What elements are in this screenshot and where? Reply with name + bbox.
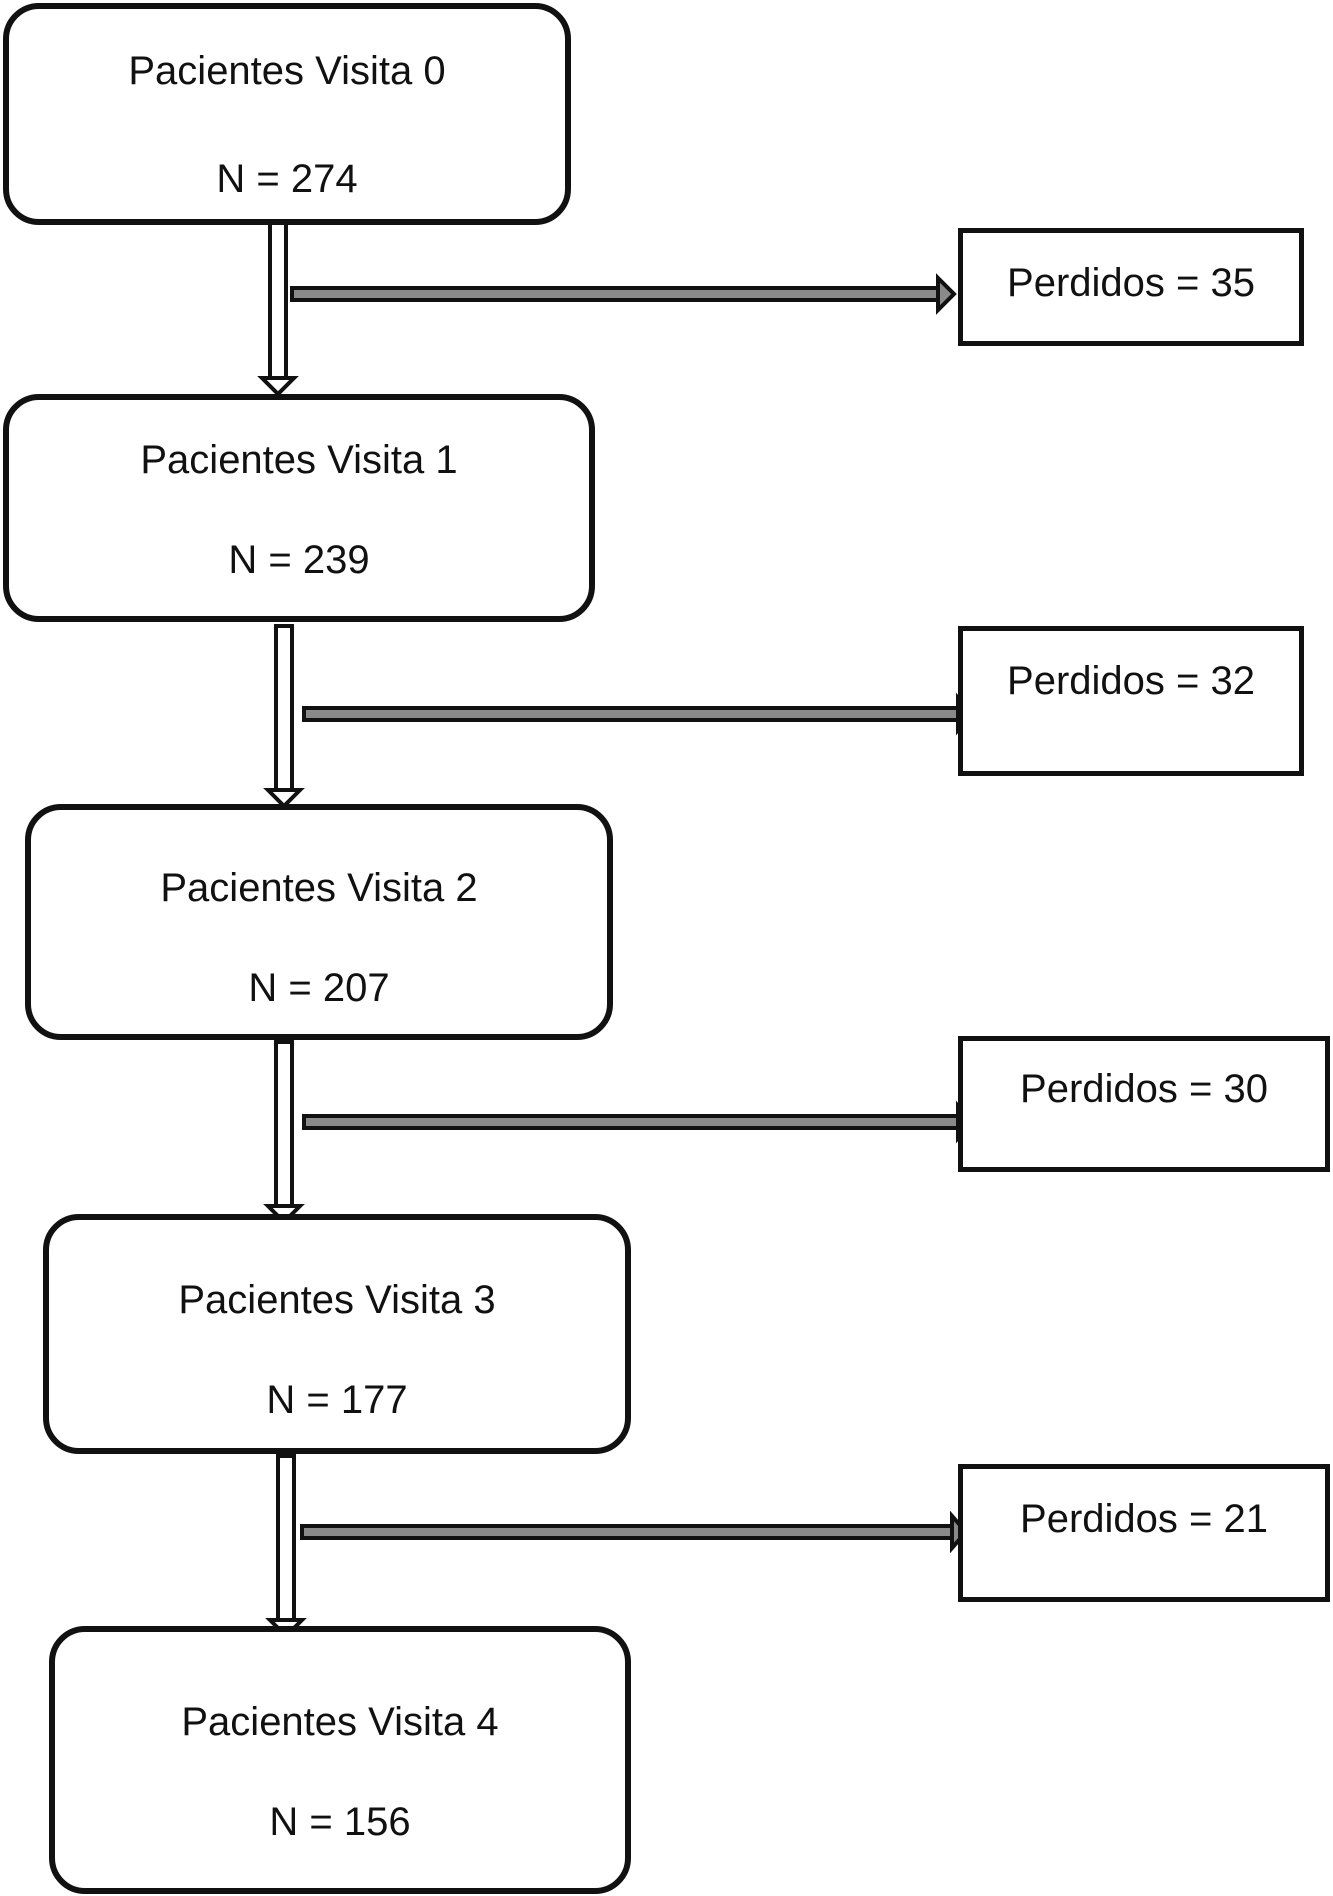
visit-label: Pacientes Visita 2 xyxy=(160,866,478,910)
down-arrow xyxy=(263,1040,305,1225)
visit-count: N = 156 xyxy=(269,1800,411,1844)
loss-box: Perdidos = 32 xyxy=(958,626,1304,776)
visit-label: Pacientes Visita 4 xyxy=(181,1700,499,1744)
loss-box: Perdidos = 35 xyxy=(958,228,1304,346)
visit-count: N = 239 xyxy=(228,538,370,582)
loss-count: Perdidos = 35 xyxy=(1007,261,1255,305)
down-arrow xyxy=(257,220,299,397)
loss-box: Perdidos = 21 xyxy=(958,1464,1330,1602)
visit-count: N = 177 xyxy=(266,1378,408,1422)
visit-label: Pacientes Visita 3 xyxy=(178,1278,496,1322)
loss-count: Perdidos = 32 xyxy=(1007,659,1255,703)
down-arrow xyxy=(263,624,305,809)
visit-label: Pacientes Visita 1 xyxy=(140,438,458,482)
visit-box: Pacientes Visita 3 N = 177 xyxy=(43,1214,631,1454)
loss-count: Perdidos = 30 xyxy=(1020,1067,1268,1111)
side-arrow xyxy=(290,273,957,315)
side-arrow xyxy=(302,692,975,736)
visit-count: N = 274 xyxy=(216,157,358,201)
visit-box: Pacientes Visita 4 N = 156 xyxy=(49,1626,631,1894)
loss-box: Perdidos = 30 xyxy=(958,1036,1330,1172)
visit-box: Pacientes Visita 0 N = 274 xyxy=(3,3,571,225)
side-arrow xyxy=(300,1510,969,1554)
visit-count: N = 207 xyxy=(248,966,390,1010)
loss-count: Perdidos = 21 xyxy=(1020,1497,1268,1541)
side-arrow xyxy=(302,1100,975,1144)
visit-box: Pacientes Visita 2 N = 207 xyxy=(25,804,613,1040)
visit-box: Pacientes Visita 1 N = 239 xyxy=(3,394,595,622)
down-arrow xyxy=(265,1454,307,1639)
visit-label: Pacientes Visita 0 xyxy=(128,49,446,93)
